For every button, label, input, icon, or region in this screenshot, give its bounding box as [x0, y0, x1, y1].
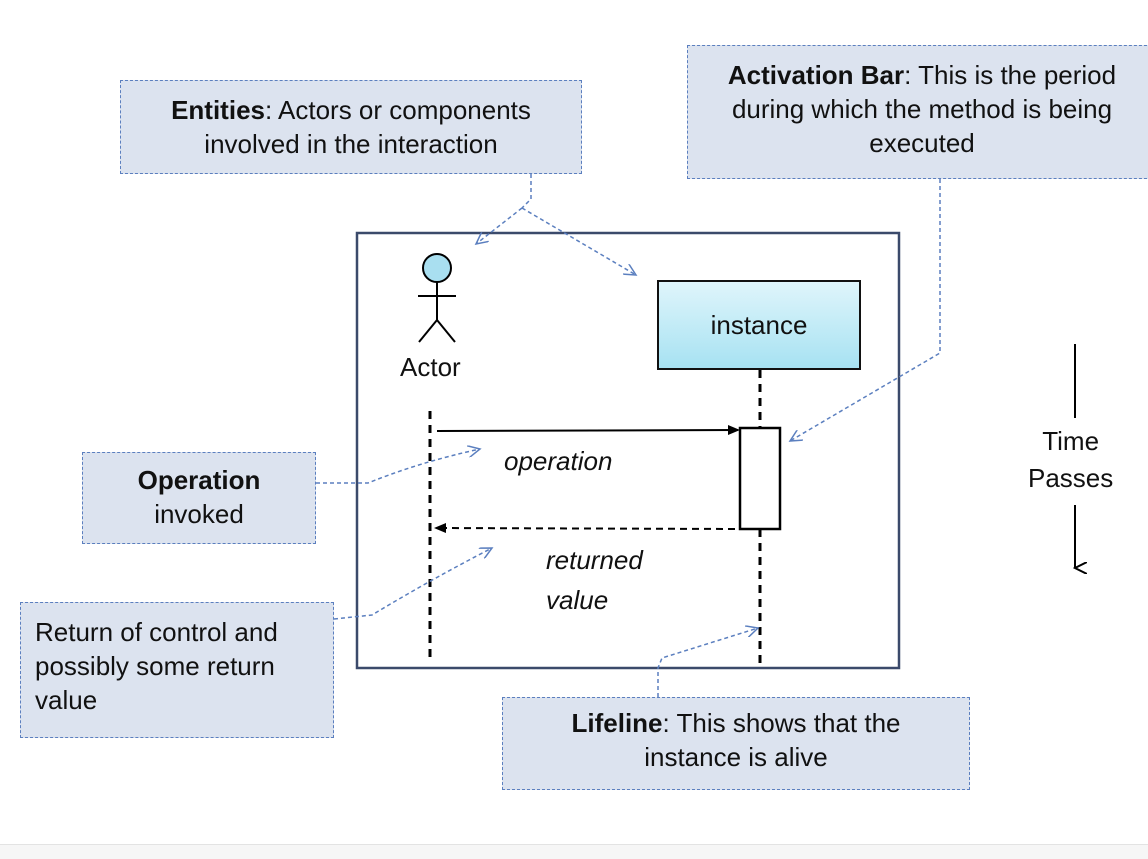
lifeline-pointer — [657, 628, 758, 697]
instance-box: instance — [657, 280, 861, 370]
diagram-frame — [355, 231, 901, 670]
activation-text-line2: during which the method is being — [731, 94, 1113, 124]
activation-bar — [738, 426, 782, 531]
instance-label: instance — [710, 309, 808, 340]
return-pointer — [333, 548, 492, 620]
returned-value-label: returned value — [546, 540, 643, 620]
return-callout: Return of control and possibly some retu… — [20, 602, 334, 738]
lifeline-text-line2: instance is alive — [644, 742, 828, 772]
activation-text: : This is the period — [904, 60, 1117, 90]
lifeline-title: Lifeline — [571, 708, 663, 738]
operation-text: invoked — [154, 499, 244, 529]
activation-title: Activation Bar — [727, 60, 905, 90]
entities-callout: Entities: Actors or components involved … — [120, 80, 582, 174]
entities-text-line2: involved in the interaction — [204, 129, 498, 159]
lifeline-callout: Lifeline: This shows that the instance i… — [502, 697, 970, 790]
operation-pointer — [316, 449, 480, 484]
actor-label: Actor — [400, 352, 461, 382]
returned-label-line1: returned — [546, 545, 643, 575]
returned-label-line2: value — [546, 585, 609, 615]
activation-text-line3: executed — [869, 128, 975, 158]
actor-stick-figure — [418, 253, 456, 343]
entities-pointers — [476, 174, 636, 275]
return-message-arrow — [434, 523, 736, 534]
activation-bar-callout: Activation Bar: This is the period durin… — [687, 45, 1148, 179]
time-passes-label: Time Passes — [1028, 423, 1113, 497]
operation-callout: Operation invoked — [82, 452, 316, 544]
bottom-toolbar-strip — [0, 844, 1148, 859]
time-label-line1: Time — [1042, 426, 1100, 456]
operation-message-arrow — [436, 425, 740, 436]
entities-text: : Actors or components — [265, 95, 531, 125]
activation-pointer — [790, 179, 941, 441]
time-label-line2: Passes — [1028, 463, 1114, 493]
entities-title: Entities — [171, 95, 265, 125]
operation-message-label: operation — [504, 446, 613, 476]
operation-title: Operation — [137, 465, 261, 495]
return-text: Return of control and possibly some retu… — [35, 617, 278, 715]
lifeline-text: : This shows that the — [662, 708, 901, 738]
